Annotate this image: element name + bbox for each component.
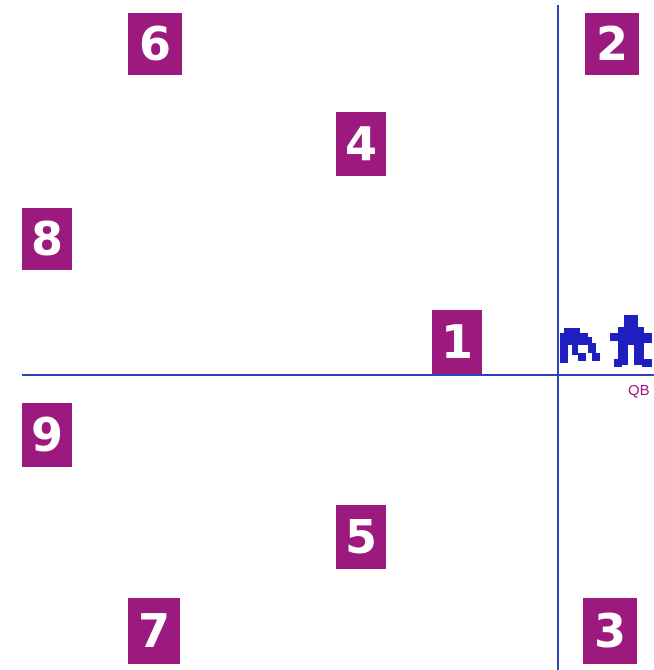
- zone-4-number: 4: [345, 121, 377, 167]
- zone-7-number: 7: [138, 608, 170, 654]
- zone-3-number: 3: [594, 608, 626, 654]
- line-of-scrimmage: [22, 374, 654, 376]
- qb-label: QB: [628, 382, 650, 399]
- zone-1-number: 1: [441, 319, 473, 365]
- zone-2-number: 2: [596, 21, 628, 67]
- zone-7-box: 7: [128, 598, 180, 664]
- zone-2-box: 2: [585, 13, 639, 75]
- player-sprites-icon: [558, 313, 654, 373]
- zone-9-number: 9: [31, 412, 63, 458]
- zone-6-number: 6: [139, 21, 171, 67]
- zone-3-box: 3: [583, 598, 637, 664]
- zone-4-box: 4: [336, 112, 386, 176]
- zone-1-box: 1: [432, 310, 482, 374]
- zone-8-number: 8: [31, 216, 63, 262]
- zone-9-box: 9: [22, 403, 72, 467]
- zone-5-box: 5: [336, 505, 386, 569]
- zone-5-number: 5: [345, 514, 377, 560]
- zone-8-box: 8: [22, 208, 72, 270]
- zone-6-box: 6: [128, 13, 182, 75]
